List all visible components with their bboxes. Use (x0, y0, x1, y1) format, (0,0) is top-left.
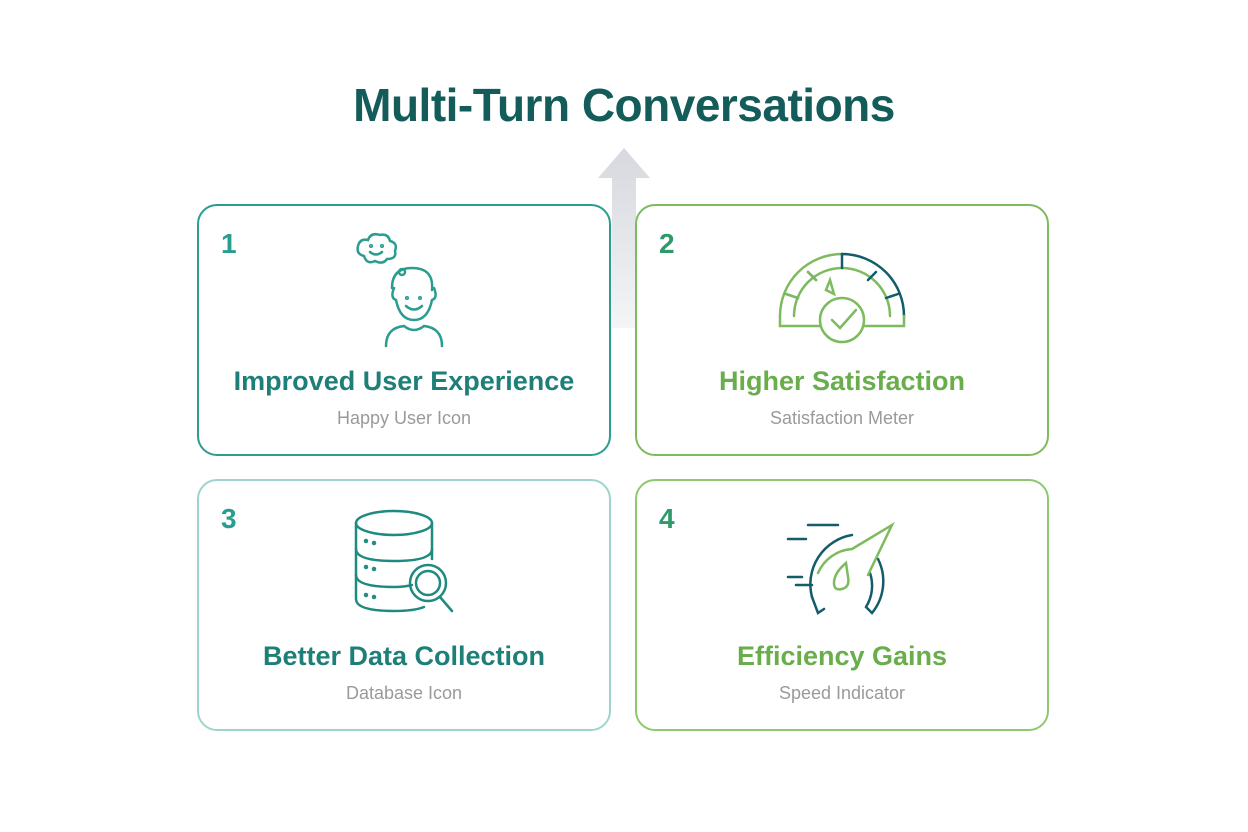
happy-user-icon (356, 232, 444, 348)
card-title: Efficiency Gains (736, 641, 948, 671)
card-number: 1 (221, 228, 237, 259)
satisfaction-meter-icon (778, 252, 906, 344)
card-subtitle: Happy User Icon (336, 408, 472, 428)
card-number: 3 (221, 503, 237, 534)
page-title: Multi-Turn Conversations (353, 79, 895, 131)
card-title: Improved User Experience (233, 366, 575, 396)
card-number: 4 (659, 503, 675, 534)
up-arrow-icon (598, 148, 650, 328)
speed-indicator-icon (786, 521, 895, 615)
card-title: Higher Satisfaction (718, 366, 966, 396)
card-title: Better Data Collection (262, 641, 546, 671)
database-search-icon (354, 509, 454, 613)
card-higher-satisfaction: 2 Higher Satisfaction Satisfaction Meter (635, 204, 1049, 456)
card-subtitle: Satisfaction Meter (769, 408, 915, 428)
card-better-data-collection: 3 Better Data Collection Database Icon (197, 479, 611, 731)
card-subtitle: Speed Indicator (778, 683, 906, 703)
card-improved-user-experience: 1 Improved User Experience Happy User Ic… (197, 204, 611, 456)
card-subtitle: Database Icon (345, 683, 463, 703)
card-number: 2 (659, 228, 675, 259)
card-efficiency-gains: 4 Efficiency Gains Speed Indicator (635, 479, 1049, 731)
